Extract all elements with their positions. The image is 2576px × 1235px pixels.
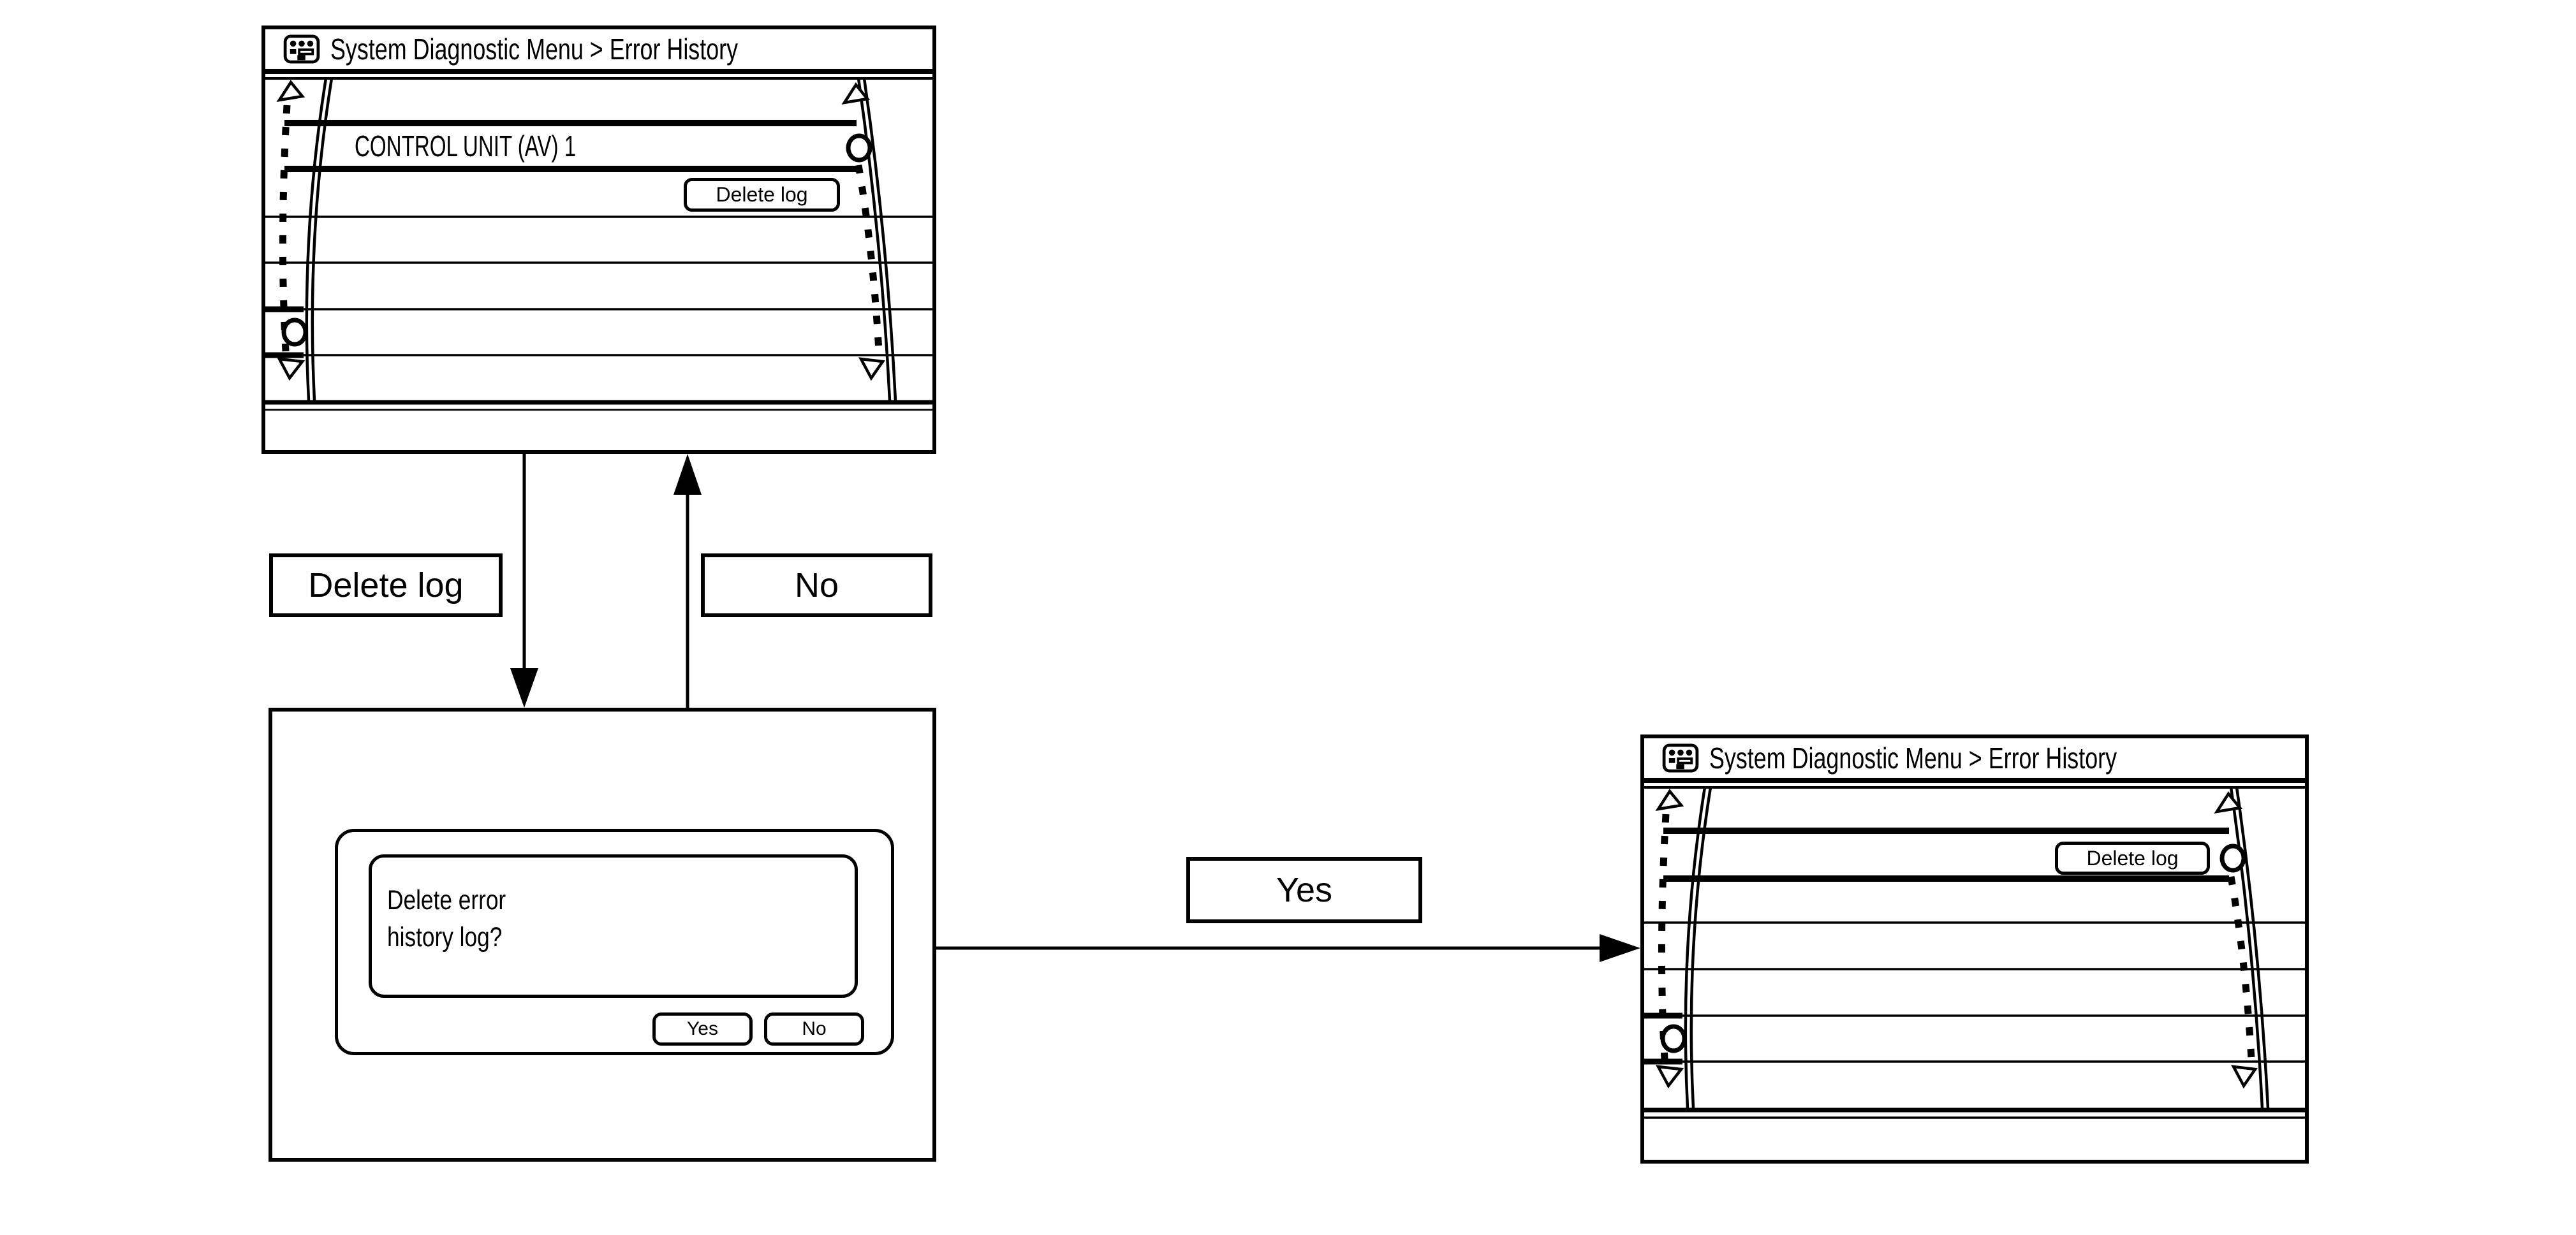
screen-footer [1644,1120,2305,1160]
screen-title: System Diagnostic Menu > Error History [330,33,739,66]
confirm-message-line1: Delete error [387,885,506,916]
scroll-up-icon-right[interactable] [2214,791,2243,814]
yes-arrow [936,934,1640,962]
scroll-down-icon-right[interactable] [858,357,885,381]
scroll-down-icon-left[interactable] [277,357,305,381]
no-arrow [673,454,702,708]
screen-error-history-after: System Diagnostic Menu > Error History D… [1640,734,2309,1164]
screen-title: System Diagnostic Menu > Error History [1709,742,2117,775]
titlebar: System Diagnostic Menu > Error History [265,29,932,74]
confirm-message-line2: history log? [387,922,503,953]
screen-footer [265,411,932,450]
confirm-message-box [369,854,858,998]
flow-label-delete-log: Delete log [269,553,503,617]
av-device-icon [1662,743,1699,773]
delete-log-button[interactable]: Delete log [2055,842,2210,875]
scroll-up-icon-left[interactable] [1655,789,1684,812]
title-separator-line [265,77,932,80]
scroll-up-icon-right[interactable] [841,82,871,105]
av-device-icon [283,34,320,64]
flow-label-yes: Yes [1186,857,1422,923]
selection-knob-icon [2219,844,2246,873]
list-dial-decoration [265,78,932,411]
scroll-down-icon-left[interactable] [1656,1065,1684,1089]
delete-log-button[interactable]: Delete log [684,178,840,212]
delete-log-arrow [510,454,538,708]
selection-knob-icon [1660,1024,1687,1053]
screen-delete-confirm: Delete error history log? Yes No [269,708,936,1162]
flow-label-no: No [701,553,932,617]
selection-knob-icon [846,133,872,163]
yes-button[interactable]: Yes [652,1012,753,1046]
selection-knob-icon [281,318,308,347]
list-dial-decoration [1644,787,2305,1119]
list-item-control-unit-av-1[interactable]: CONTROL UNIT (AV) 1 [355,129,577,163]
no-button[interactable]: No [764,1012,864,1046]
screen-error-history-initial: System Diagnostic Menu > Error History [261,26,936,454]
scroll-up-icon-left[interactable] [276,80,305,103]
titlebar: System Diagnostic Menu > Error History [1644,738,2305,783]
scroll-down-icon-right[interactable] [2230,1065,2258,1089]
title-separator-line [1644,786,2305,789]
